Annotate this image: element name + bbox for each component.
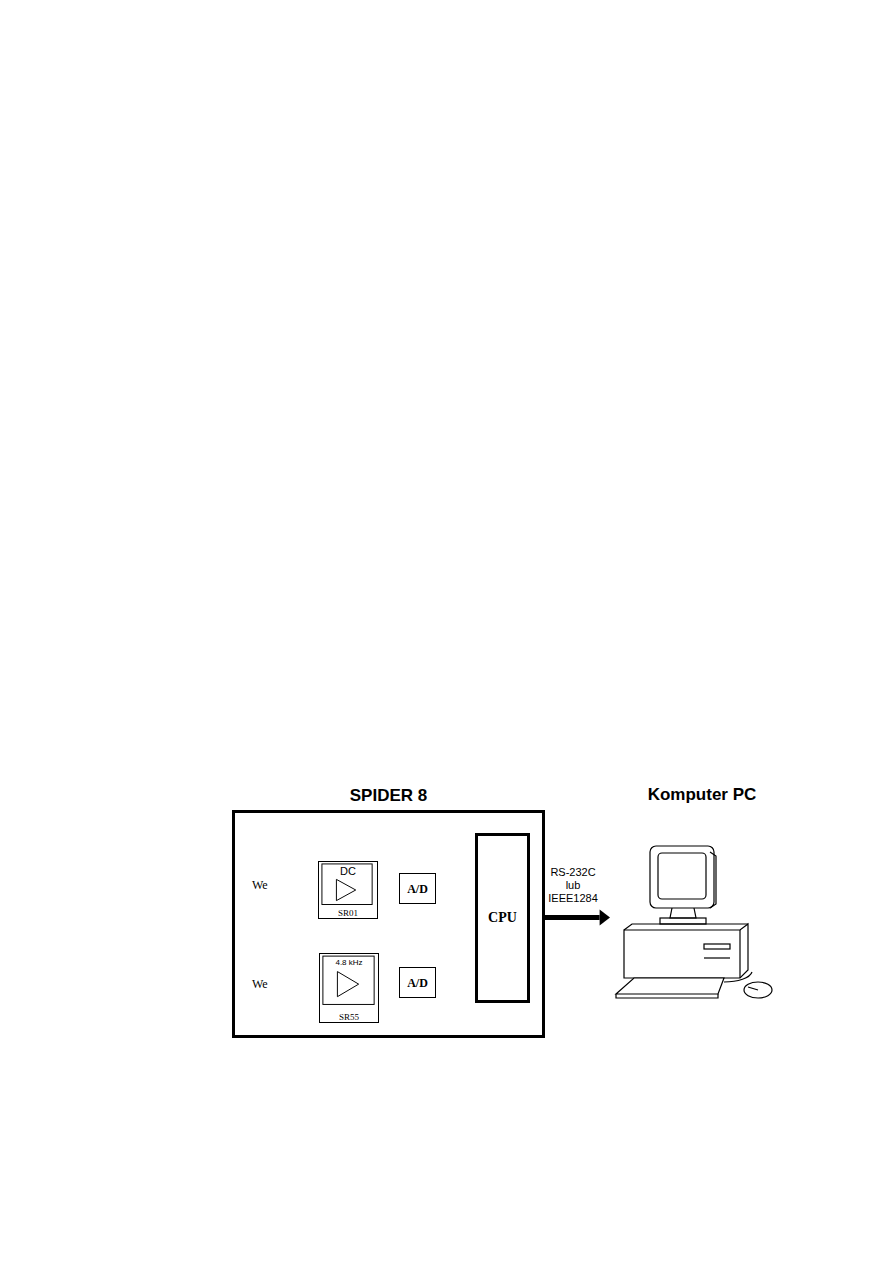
- node-label: CPU: [488, 910, 517, 926]
- computer-illustration: [612, 812, 792, 1002]
- input-label: We: [252, 977, 268, 992]
- node-label: A/D: [407, 881, 428, 896]
- node-label: 4.8 kHz: [335, 958, 362, 967]
- pc-computer: Komputer PC: [612, 812, 792, 1002]
- adc-box: A/D: [399, 873, 436, 904]
- amplifier-module: 4.8 kHzSR55: [319, 953, 379, 1023]
- adc-box: A/D: [399, 967, 436, 998]
- node-label: SR55: [339, 1012, 359, 1022]
- heading: SPIDER 8: [350, 786, 427, 806]
- heading: Komputer PC: [648, 785, 757, 805]
- amplifier-module: DC SR01: [318, 861, 378, 919]
- cpu-box: CPU: [475, 833, 530, 1003]
- node-label: DC: [340, 865, 356, 877]
- node-label: SR01: [338, 908, 358, 918]
- edge-label: RS-232C lub IEEE1284: [548, 866, 598, 906]
- device-housing: SPIDER 8DCSR01A/D4.8 kHzSR55A/DCPU: [232, 810, 545, 1038]
- input-label: We: [252, 878, 268, 893]
- node-label: A/D: [407, 975, 428, 990]
